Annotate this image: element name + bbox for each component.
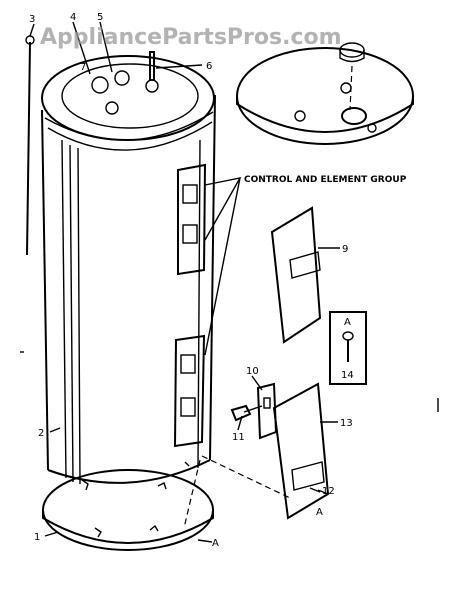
bracket-10 (256, 382, 278, 440)
upper-access-cover (270, 206, 340, 344)
callout-1: 1 (34, 532, 40, 543)
callout-a-cover: A (316, 507, 323, 518)
control-element-group-label: CONTROL AND ELEMENT GROUP (244, 175, 407, 185)
callout-3: 3 (29, 14, 35, 25)
group-bracket (204, 177, 242, 356)
bottom-pan (42, 461, 214, 551)
callout-a-pan: A (212, 538, 219, 549)
callout-9: 9 (342, 244, 348, 255)
assembly-line-pan (183, 459, 201, 529)
callout-4: 4 (70, 12, 76, 23)
anode-rod (25, 35, 35, 256)
callout-6: 6 (206, 61, 212, 72)
callout-2: 2 (38, 428, 44, 439)
assembly-line-lower (201, 455, 291, 499)
callout-7: 7 (80, 62, 86, 73)
lower-access-cover (272, 382, 338, 520)
tank-body (41, 55, 216, 485)
callout-5: 5 (97, 12, 103, 23)
callout-10: 10 (246, 366, 259, 377)
callout-a-box: A (344, 317, 351, 328)
callout-11: 11 (232, 432, 245, 443)
part-14-box (329, 311, 367, 385)
leader-lines (29, 21, 321, 543)
top-cover (236, 42, 414, 145)
upper-control-opening (177, 163, 207, 276)
callout-13: 13 (340, 418, 353, 429)
screw-11 (230, 404, 263, 422)
lower-control-opening (173, 334, 206, 448)
callout-12: 12 (322, 486, 335, 497)
top-fittings (91, 51, 159, 115)
watermark: AppliancePartsPros.com (40, 25, 342, 50)
callout-14: 14 (341, 370, 354, 381)
